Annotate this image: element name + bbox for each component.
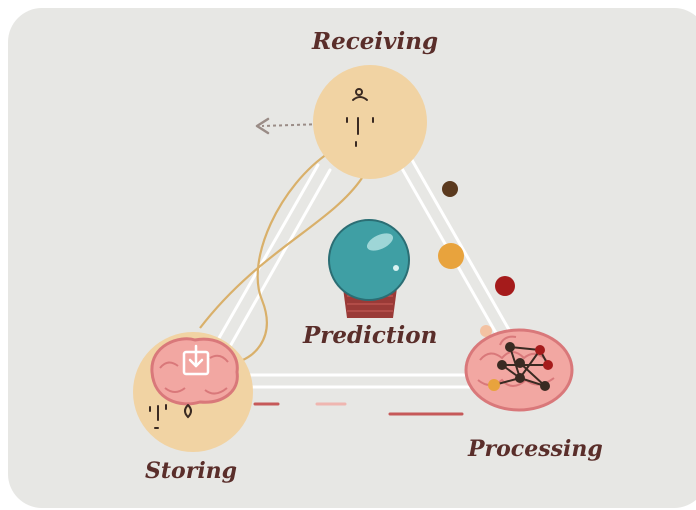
storing-label: Storing — [145, 458, 237, 484]
prediction-label: Prediction — [303, 322, 437, 349]
processing-brain — [466, 330, 572, 410]
storing-head — [133, 332, 253, 452]
processing-label: Processing — [468, 436, 603, 462]
receiving-head — [313, 65, 427, 179]
receiving-label: Receiving — [312, 28, 438, 55]
